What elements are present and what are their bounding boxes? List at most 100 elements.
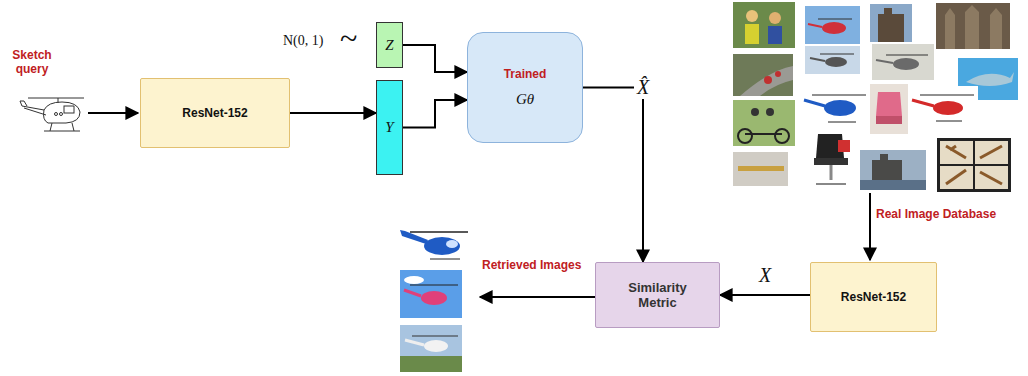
photo-castle-part — [878, 14, 904, 42]
photo-road-cyclists-part — [775, 71, 781, 77]
node-text: Y — [385, 119, 393, 136]
photo-blue-helicopter-part — [804, 100, 825, 106]
photo-helicopter-part — [805, 46, 860, 74]
photo-tools-part — [975, 141, 1008, 164]
photo-blue-helicopter — [800, 88, 870, 126]
photo-road-cyclists-part — [733, 54, 793, 96]
sketch-helicopter-part — [20, 101, 44, 110]
photo-tandem-part — [745, 133, 782, 135]
photo-tandem-part — [766, 108, 774, 116]
sketch-helicopter-part — [28, 98, 84, 99]
photo-castle-part — [884, 8, 892, 16]
retrieved-grey-helicopter-part — [400, 356, 462, 372]
photo-blue-helicopter-part — [828, 122, 856, 123]
photo-black-chair — [808, 130, 858, 188]
photo-tools-part — [940, 141, 973, 164]
sketch-helicopter-part — [44, 102, 81, 123]
photo-blue-helicopter-part — [800, 88, 870, 126]
retrieved-grey-helicopter-part — [424, 340, 448, 352]
photo-ruler-part — [738, 166, 784, 171]
retrieved-grey-helicopter — [400, 325, 462, 372]
photo-castle — [870, 4, 912, 42]
retrieved-pink-helicopter-part — [400, 270, 462, 318]
photo-black-chair-part — [830, 165, 833, 180]
retrieved-grey-helicopter-part — [400, 325, 462, 372]
retrieved-pink-helicopter — [400, 270, 462, 318]
node-text: Z — [385, 37, 393, 54]
photo-pink-chair-part — [876, 116, 902, 124]
photo-helicopter-part — [810, 58, 825, 61]
photo-black-chair-part — [814, 158, 848, 165]
sketch-helicopter-part — [55, 113, 58, 116]
photo-tools-part — [980, 172, 1002, 184]
retrieved-blue-helicopter-part — [430, 259, 460, 260]
photo-tools-part — [946, 170, 966, 184]
photo-red-helicopter-part — [808, 24, 822, 27]
photo-tools-part — [980, 146, 1002, 158]
edge-label: X — [756, 264, 774, 287]
retrieved-blue-helicopter-part — [410, 231, 468, 233]
retrieved-blue-helicopter-part — [424, 237, 460, 255]
generator-box: TrainedGθ — [467, 32, 583, 143]
photo-tools-part — [946, 146, 966, 158]
photo-road-cyclists — [733, 54, 793, 96]
photo-red-helicopter-part — [822, 22, 846, 34]
photo-tools-part — [940, 166, 973, 189]
photo-red-helicopter — [805, 6, 860, 44]
connector-arrow — [403, 45, 467, 72]
photo-red-helicopter-2 — [908, 86, 978, 126]
sketch-helicopter-part — [50, 123, 52, 131]
connector-arrow — [583, 88, 643, 263]
photo-black-chair-part — [816, 183, 846, 185]
photo-tools — [937, 138, 1011, 192]
photo-tandem-part — [775, 129, 789, 143]
photo-tools-part — [937, 138, 1011, 192]
photo-tandem — [733, 100, 795, 146]
photo-ruler-part — [733, 152, 788, 186]
photo-helicopter — [805, 46, 860, 74]
sketch-helicopter-part — [44, 131, 80, 132]
sketch-helicopter — [20, 98, 84, 131]
photo-bikers-part — [733, 2, 795, 48]
photo-castle-part — [870, 4, 912, 42]
retrieved-pink-helicopter-part — [421, 291, 447, 305]
condition-box: Y — [376, 80, 403, 175]
photo-pink-chair — [870, 84, 908, 134]
photo-tandem-part — [751, 108, 759, 116]
retrieved-blue-helicopter — [400, 230, 468, 259]
photo-bikers — [733, 2, 795, 48]
photo-bikers-part — [746, 10, 758, 22]
sketch-helicopter-part — [72, 123, 74, 131]
sketch-helicopter-part — [60, 113, 63, 116]
photo-road-cyclists-part — [740, 66, 793, 96]
photo-ruler — [733, 152, 788, 186]
connector-arrow — [720, 294, 810, 296]
photo-castle-2-part — [860, 180, 926, 190]
photo-blue-helicopter-part — [812, 95, 866, 96]
sampling-symbol: ~ — [340, 20, 357, 57]
photo-castle-2-part — [860, 150, 926, 190]
photo-red-helicopter-2-part — [933, 101, 963, 115]
photo-red-helicopter-2-part — [920, 95, 974, 96]
photo-blue-helicopter-part — [824, 100, 856, 116]
sketch-helicopter-part — [24, 108, 46, 115]
photo-grey-helicopter — [872, 44, 934, 80]
photo-grey-helicopter-part — [893, 58, 919, 70]
photo-black-chair-part — [808, 130, 858, 188]
edge-label: X̂ — [634, 76, 652, 99]
photo-helicopter-part — [825, 57, 847, 67]
retrieved-pink-helicopter-part — [404, 290, 421, 296]
photo-road-cyclists-part — [764, 76, 772, 84]
similarity-box: Similarity Metric — [595, 262, 720, 328]
retrieved-grey-helicopter-part — [412, 336, 458, 337]
photo-shark-part — [966, 72, 1014, 86]
photo-red-helicopter-part — [818, 19, 852, 20]
photo-pink-chair-part — [876, 92, 902, 116]
photo-grey-helicopter-part — [886, 55, 928, 56]
retrieved-pink-helicopter-part — [410, 285, 458, 286]
connector-arrow — [290, 112, 376, 114]
node-text: Trained — [504, 67, 547, 81]
node-text: Similarity Metric — [613, 280, 703, 310]
retrieved-blue-helicopter-part — [446, 240, 458, 248]
